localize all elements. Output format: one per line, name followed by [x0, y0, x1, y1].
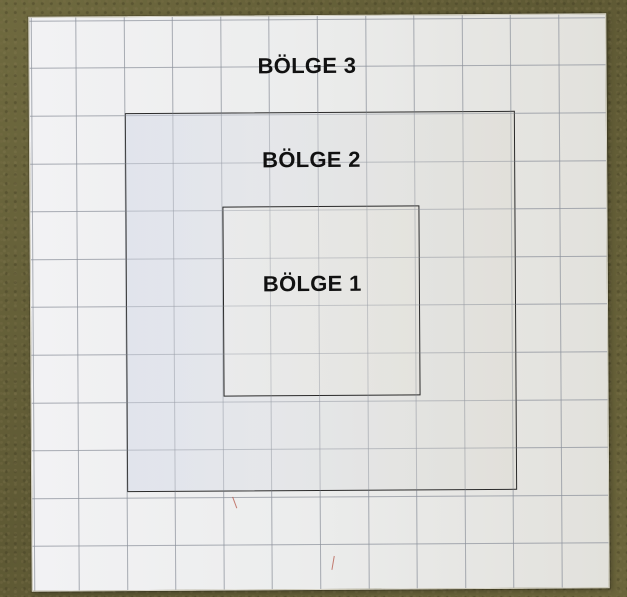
zone-1-square [222, 205, 420, 396]
grid-board: BÖLGE 3 BÖLGE 2 BÖLGE 1 [28, 13, 610, 592]
zone-3-label: BÖLGE 3 [257, 53, 356, 80]
zone-1-label: BÖLGE 1 [263, 271, 362, 298]
zone-2-label: BÖLGE 2 [262, 147, 361, 174]
